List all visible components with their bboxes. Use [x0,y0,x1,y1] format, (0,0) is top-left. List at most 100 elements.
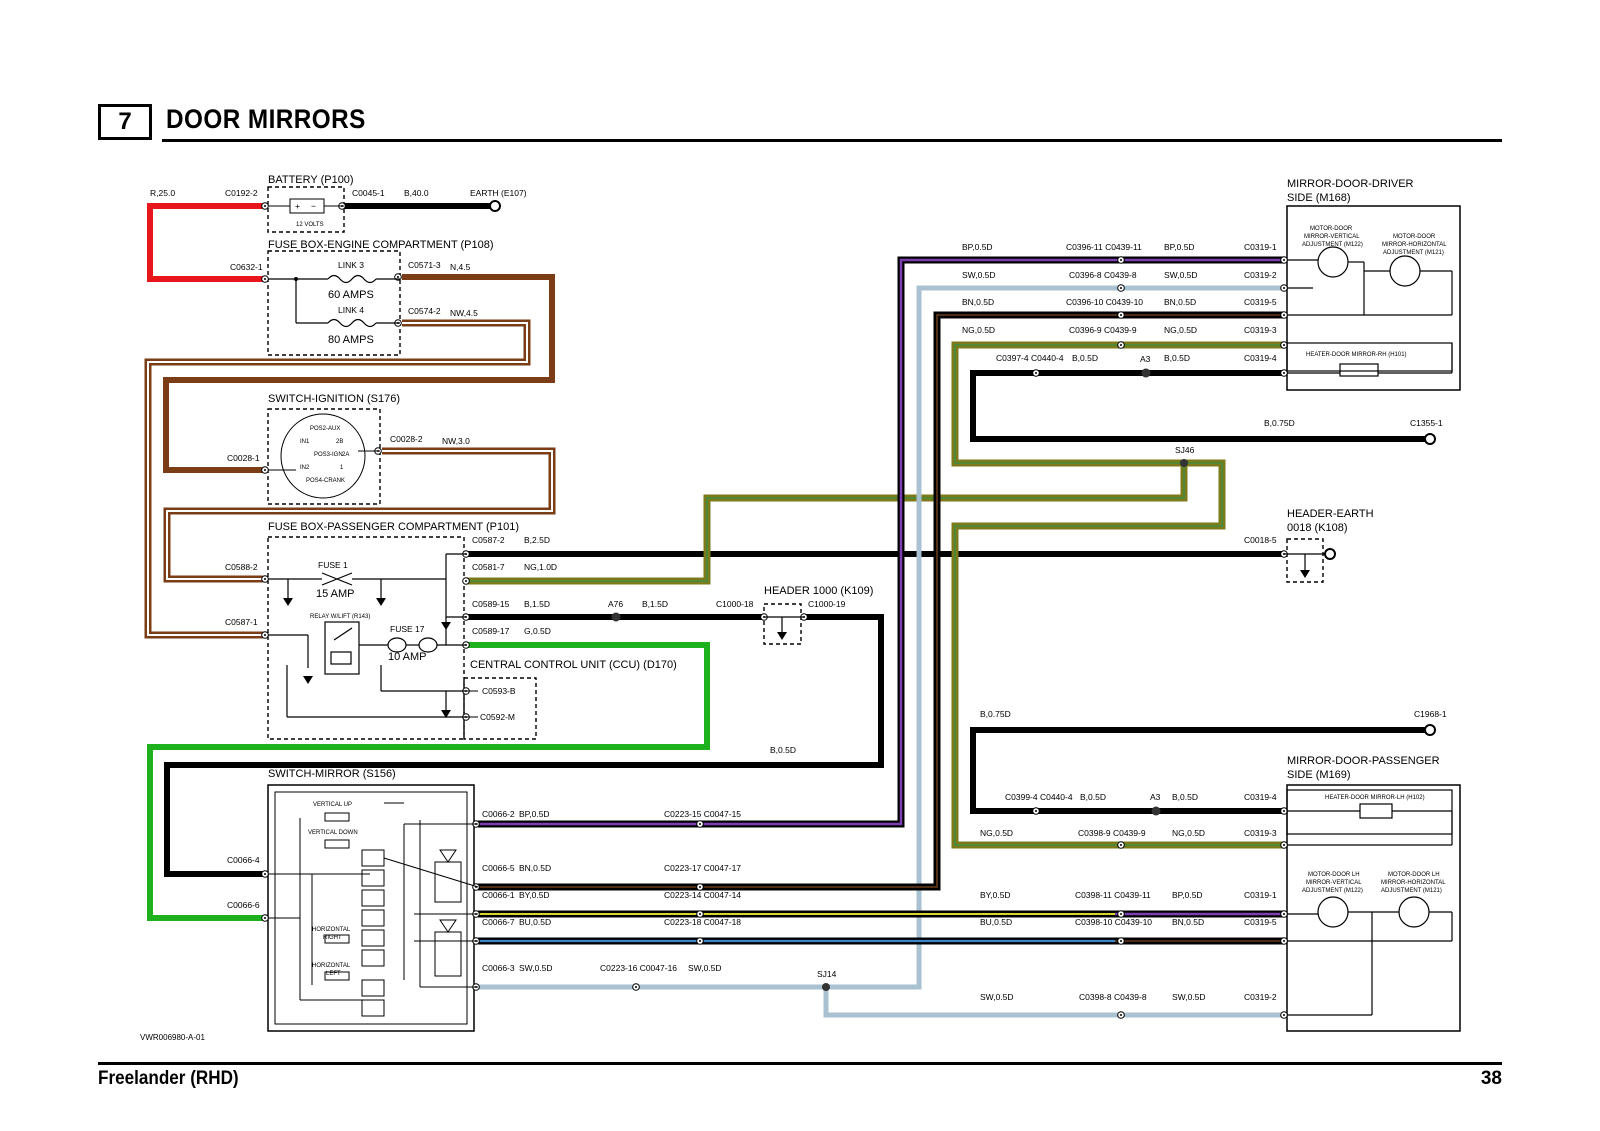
lbl-c0223-17: C0223-17 C0047-17 [664,863,741,873]
ignition-label: SWITCH-IGNITION (S176) [268,393,400,405]
section-number: 7 [98,104,152,140]
ign-1: 1 [340,465,344,471]
earth-c1355-eyelet [1424,433,1436,445]
pass-heater: HEATER-DOOR MIRROR-LH (H102) [1325,795,1425,801]
lbl-c0223-16: C0223-16 C0047-16 [600,963,677,973]
lbl-d-bp-r: BP,0.5D [1164,242,1195,252]
sw-vd: VERTICAL DOWN [308,830,358,836]
lbl-ng10d: NG,1.0D [524,562,557,572]
relay-label: RELAY W/LIFT (R143) [310,614,370,620]
a3-driver-label: A3 [1140,354,1151,364]
footer-vehicle: Freelander (RHD) [98,1068,239,1089]
link3-amps: 60 AMPS [328,289,374,301]
mirror-pass-label-2: SIDE (M169) [1287,769,1351,781]
lbl-b15d-1: B,1.5D [524,599,550,609]
lbl-d-sw-l: SW,0.5D [962,270,996,280]
earth-e107-label: EARTH (E107) [470,188,527,198]
lbl-d-c3: C0396-10 C0439-10 [1066,297,1143,307]
a3-pass-label: A3 [1150,792,1161,802]
ccu-c2: C0592-M [480,712,515,722]
mirror-driver-label-1: MIRROR-DOOR-DRIVER [1287,178,1414,190]
lbl-n45: N,4.5 [450,262,471,272]
fusebox-passenger-box [267,536,465,740]
lbl-d-c0319-5: C0319-5 [1244,297,1277,307]
lbl-c0574-2: C0574-2 [408,306,441,316]
lbl-c0066-5: C0066-5 [482,863,515,873]
ign-pos2: POS2-AUX [310,426,340,432]
link4-amps: 80 AMPS [328,334,374,346]
lbl-d-c0319-3: C0319-3 [1244,325,1277,335]
ccu-box [463,677,537,740]
lbl-b25d: B,2.5D [524,535,550,545]
lbl-c1000-18: C1000-18 [716,599,754,609]
lbl-c0223-14: C0223-14 C0047-14 [664,890,741,900]
fuse1-amps: 15 AMP [316,588,355,600]
mirror-passenger-internals [1286,789,1453,1016]
page-title: DOOR MIRRORS [166,104,366,134]
sw-vu: VERTICAL UP [313,802,352,808]
lbl-p-c0319-5: C0319-5 [1244,917,1277,927]
wire-black-b05d [164,614,884,877]
drv-mv3: ADJUSTMENT (M122) [1302,242,1363,248]
drv-heater: HEATER-DOOR MIRROR-RH (H101) [1306,352,1407,358]
lbl-b05d-ret: B,0.5D [770,745,796,755]
lbl-c1968-1: C1968-1 [1414,709,1447,719]
lbl-p-c0319-2: C0319-2 [1244,992,1277,1002]
drv-mh3: ADJUSTMENT (M121) [1383,250,1444,256]
ign-pos4: POS4-CRANK [306,478,345,484]
lbl-p-c4: C0398-10 C0439-10 [1075,917,1152,927]
wire-brown-n45 [163,274,555,473]
header-1000-box [763,603,802,645]
lbl-c0066-4: C0066-4 [227,855,260,865]
header-earth-label-1: HEADER-EARTH [1287,508,1374,520]
lbl-p-by-l: BY,0.5D [980,890,1011,900]
lbl-p-c3: C0398-11 C0439-11 [1075,890,1151,900]
drv-mv2: MIRROR-VERTICAL [1304,234,1360,240]
fusebox-engine-box [267,250,401,356]
link4-label: LINK 4 [338,305,364,315]
sj46-label: SJ46 [1175,445,1195,455]
pass-mv1: MOTOR-DOOR LH [1308,872,1360,878]
lbl-d-ng-l: NG,0.5D [962,325,995,335]
battery-box [267,186,345,233]
fuse17-label: FUSE 17 [390,624,425,634]
lbl-d-b-r: B,0.5D [1164,353,1190,363]
lbl-d-ng-r: NG,0.5D [1164,325,1197,335]
a76-label: A76 [608,599,623,609]
header-earth-label-2: 0018 (K108) [1287,522,1348,534]
lbl-d-sw-r: SW,0.5D [1164,270,1198,280]
lbl-c0581-7: C0581-7 [472,562,505,572]
wire-sw [478,285,1284,1018]
splice-sj14 [822,983,830,991]
drv-mh2: MIRROR-HORIZONTAL [1382,242,1447,248]
lbl-r25: R,25.0 [150,188,175,198]
battery-label: BATTERY (P100) [268,174,354,186]
lbl-nw30: NW,3.0 [442,436,470,446]
mirror-passenger-box [1286,784,1461,1032]
link3-label: LINK 3 [338,260,364,270]
component-labels: BATTERY (P100) EARTH (E107) FUSE BOX-ENG… [140,174,1447,1042]
ignition-box [267,408,381,505]
lbl-d-c0319-1: C0319-1 [1244,242,1277,252]
lbl-c0066-1: C0066-1 [482,890,515,900]
fuse1-label: FUSE 1 [318,560,348,570]
lbl-c0587-2: C0587-2 [472,535,505,545]
splice-a3-pass [1151,806,1161,816]
lbl-p-bn-r: BN,0.5D [1172,917,1204,927]
switch-mirror-internals [268,802,479,1017]
splice-a3-driver [1141,368,1151,378]
drv-mv1: MOTOR-DOOR [1310,226,1353,232]
lbl-c0066-6: C0066-6 [227,900,260,910]
mirror-driver-internals [1286,246,1453,377]
wire-b05d-pass-heater [970,727,1425,814]
lbl-d-c5: C0397-4 C0440-4 [996,353,1064,363]
wire-brown-nw30 [163,447,556,583]
switch-mirror-label: SWITCH-MIRROR (S156) [268,768,396,780]
page-number: 38 [1480,1068,1502,1089]
drv-mh1: MOTOR-DOOR [1393,234,1436,240]
lbl-g05d: G,0.5D [524,626,551,636]
ccu-label: CENTRAL CONTROL UNIT (CCU) (D170) [470,659,677,671]
mirror-pass-label-1: MIRROR-DOOR-PASSENGER [1287,755,1440,767]
earth-0018-eyelet [1324,548,1336,560]
